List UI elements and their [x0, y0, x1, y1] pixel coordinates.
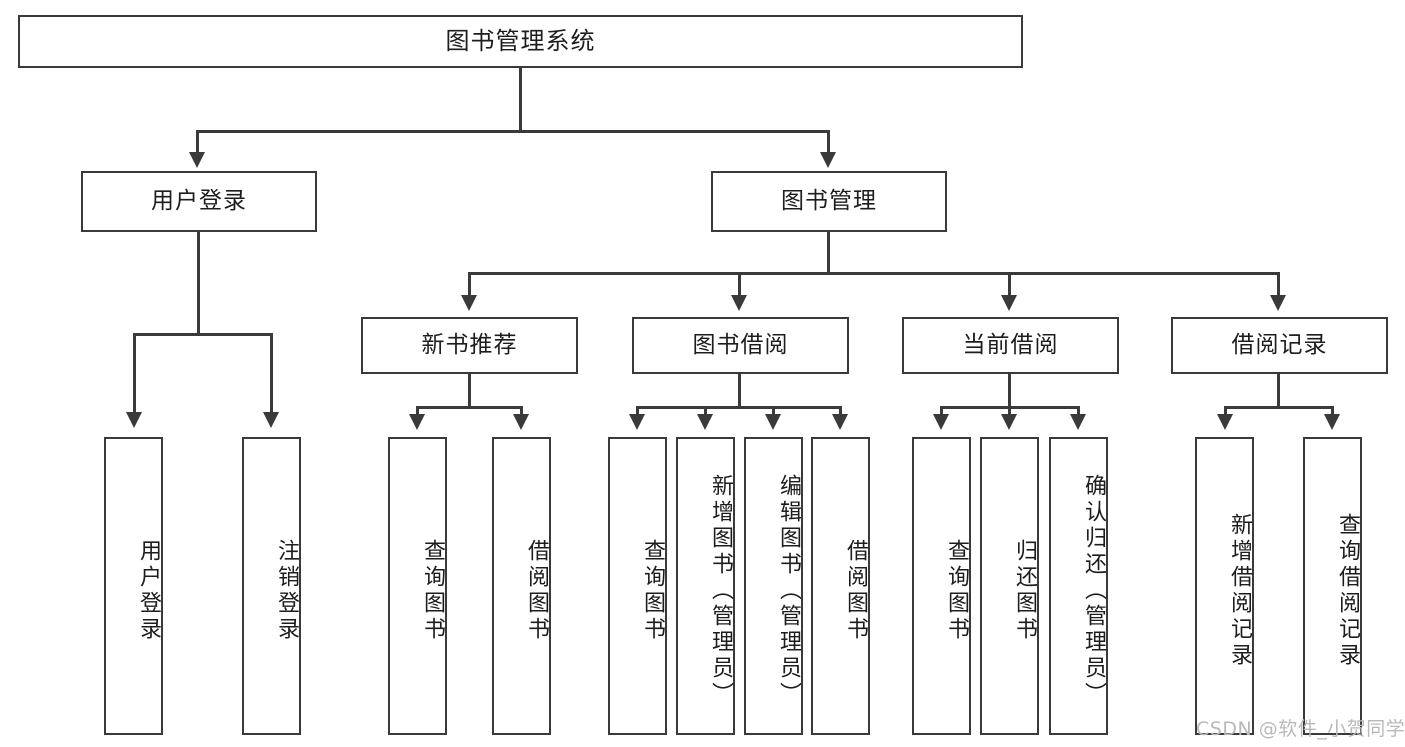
arrowhead-leaf-cb-1 — [933, 414, 949, 430]
arrowhead-leaf-new-book-1 — [409, 414, 425, 430]
leaf-book-borrow-borrow[interactable]: 借阅图书 — [811, 437, 870, 735]
edge-current-borrow-trunk — [1008, 374, 1011, 408]
node-book-borrow[interactable]: 图书借阅 — [632, 317, 849, 374]
leaf-label: 确认归还（管理员） — [1081, 474, 1106, 708]
edge-book-borrow-trunk — [738, 374, 741, 408]
leaf-label: 注销登录 — [274, 539, 299, 643]
edge-root-to-book-manage — [827, 130, 830, 156]
edge-bm-drop-new-book — [468, 272, 471, 298]
leaf-label: 新增图书（管理员） — [708, 474, 733, 708]
arrowhead-user-login — [189, 152, 205, 168]
arrowhead-leaf-bb-3 — [765, 414, 781, 430]
leaf-user-login-logout[interactable]: 注销登录 — [242, 437, 301, 735]
arrowhead-borrow-record — [1270, 295, 1286, 311]
edge-new-book-bus — [416, 406, 523, 409]
edge-user-login-drop-2 — [270, 333, 273, 416]
arrowhead-book-manage — [820, 152, 836, 168]
leaf-label: 新增借阅记录 — [1227, 513, 1252, 669]
edge-root-to-user-login — [196, 130, 199, 156]
edge-br-drop-2 — [1331, 406, 1334, 418]
edge-bb-drop-4 — [839, 406, 842, 418]
edge-bb-drop-1 — [636, 406, 639, 418]
node-label: 图书管理系统 — [445, 27, 596, 56]
edge-bb-drop-2 — [704, 406, 707, 418]
arrowhead-current-borrow — [1001, 295, 1017, 311]
edge-cb-drop-2 — [1008, 406, 1011, 418]
leaf-label: 编辑图书（管理员） — [776, 474, 801, 708]
edge-bm-drop-book-borrow — [738, 272, 741, 298]
arrowhead-leaf-bb-2 — [697, 414, 713, 430]
leaf-current-borrow-query[interactable]: 查询图书 — [912, 437, 971, 735]
edge-book-manage-bus — [468, 272, 1280, 275]
edge-br-drop-1 — [1224, 406, 1227, 418]
arrowhead-new-book — [461, 295, 477, 311]
edge-cb-drop-3 — [1077, 406, 1080, 418]
leaf-label: 查询借阅记录 — [1335, 513, 1360, 669]
leaf-label: 查询图书 — [640, 539, 665, 643]
edge-new-book-trunk — [468, 374, 471, 408]
arrowhead-leaf-br-1 — [1217, 414, 1233, 430]
arrowhead-book-borrow — [731, 295, 747, 311]
node-current-borrow[interactable]: 当前借阅 — [902, 317, 1119, 374]
node-root-system[interactable]: 图书管理系统 — [18, 15, 1023, 68]
leaf-label: 用户登录 — [136, 539, 161, 643]
edge-user-login-drop-1 — [133, 333, 136, 416]
leaf-borrow-record-add[interactable]: 新增借阅记录 — [1195, 437, 1254, 735]
leaf-new-book-borrow[interactable]: 借阅图书 — [492, 437, 551, 735]
leaf-label: 归还图书 — [1012, 539, 1037, 643]
node-label: 用户登录 — [151, 187, 247, 214]
arrowhead-leaf-cb-2 — [1001, 414, 1017, 430]
edge-new-book-drop-2 — [520, 406, 523, 418]
arrowhead-leaf-bb-4 — [832, 414, 848, 430]
node-new-book-recommend[interactable]: 新书推荐 — [361, 317, 578, 374]
edge-book-manage-trunk — [827, 232, 830, 274]
node-borrow-record[interactable]: 借阅记录 — [1171, 317, 1388, 374]
edge-root-bus — [196, 130, 830, 133]
arrowhead-leaf-br-2 — [1324, 414, 1340, 430]
leaf-book-borrow-add[interactable]: 新增图书（管理员） — [676, 437, 735, 735]
edge-borrow-record-bus — [1224, 406, 1334, 409]
arrowhead-leaf-new-book-2 — [513, 414, 529, 430]
leaf-current-borrow-confirm[interactable]: 确认归还（管理员） — [1049, 437, 1108, 735]
leaf-label: 查询图书 — [420, 539, 445, 643]
leaf-book-borrow-query[interactable]: 查询图书 — [608, 437, 667, 735]
arrowhead-leaf-user-login-1 — [126, 412, 142, 428]
leaf-new-book-query[interactable]: 查询图书 — [388, 437, 447, 735]
edge-new-book-drop-1 — [416, 406, 419, 418]
node-label: 借阅记录 — [1231, 331, 1328, 358]
edge-user-login-trunk — [197, 232, 200, 335]
edge-bb-drop-3 — [772, 406, 775, 418]
leaf-book-borrow-edit[interactable]: 编辑图书（管理员） — [744, 437, 803, 735]
edge-borrow-record-trunk — [1277, 374, 1280, 408]
watermark-text: CSDN @软件_小贺同学 — [1196, 718, 1405, 740]
edge-bm-drop-current-borrow — [1008, 272, 1011, 298]
edge-root-trunk — [519, 68, 522, 132]
edge-user-login-bus — [133, 333, 273, 336]
node-book-manage[interactable]: 图书管理 — [711, 171, 947, 232]
arrowhead-leaf-bb-1 — [629, 414, 645, 430]
leaf-user-login-login[interactable]: 用户登录 — [104, 437, 163, 735]
leaf-current-borrow-return[interactable]: 归还图书 — [980, 437, 1039, 735]
node-label: 当前借阅 — [962, 331, 1059, 358]
leaf-borrow-record-query[interactable]: 查询借阅记录 — [1303, 437, 1362, 735]
leaf-label: 借阅图书 — [524, 539, 549, 643]
edge-book-borrow-bus — [636, 406, 842, 409]
edge-bm-drop-borrow-record — [1277, 272, 1280, 298]
node-label: 新书推荐 — [421, 331, 518, 358]
node-label: 图书管理 — [781, 187, 877, 214]
edge-cb-drop-1 — [940, 406, 943, 418]
node-user-login[interactable]: 用户登录 — [81, 171, 317, 232]
arrowhead-leaf-user-login-2 — [263, 412, 279, 428]
node-label: 图书借阅 — [692, 331, 789, 358]
leaf-label: 借阅图书 — [843, 539, 868, 643]
leaf-label: 查询图书 — [944, 539, 969, 643]
arrowhead-leaf-cb-3 — [1070, 414, 1086, 430]
